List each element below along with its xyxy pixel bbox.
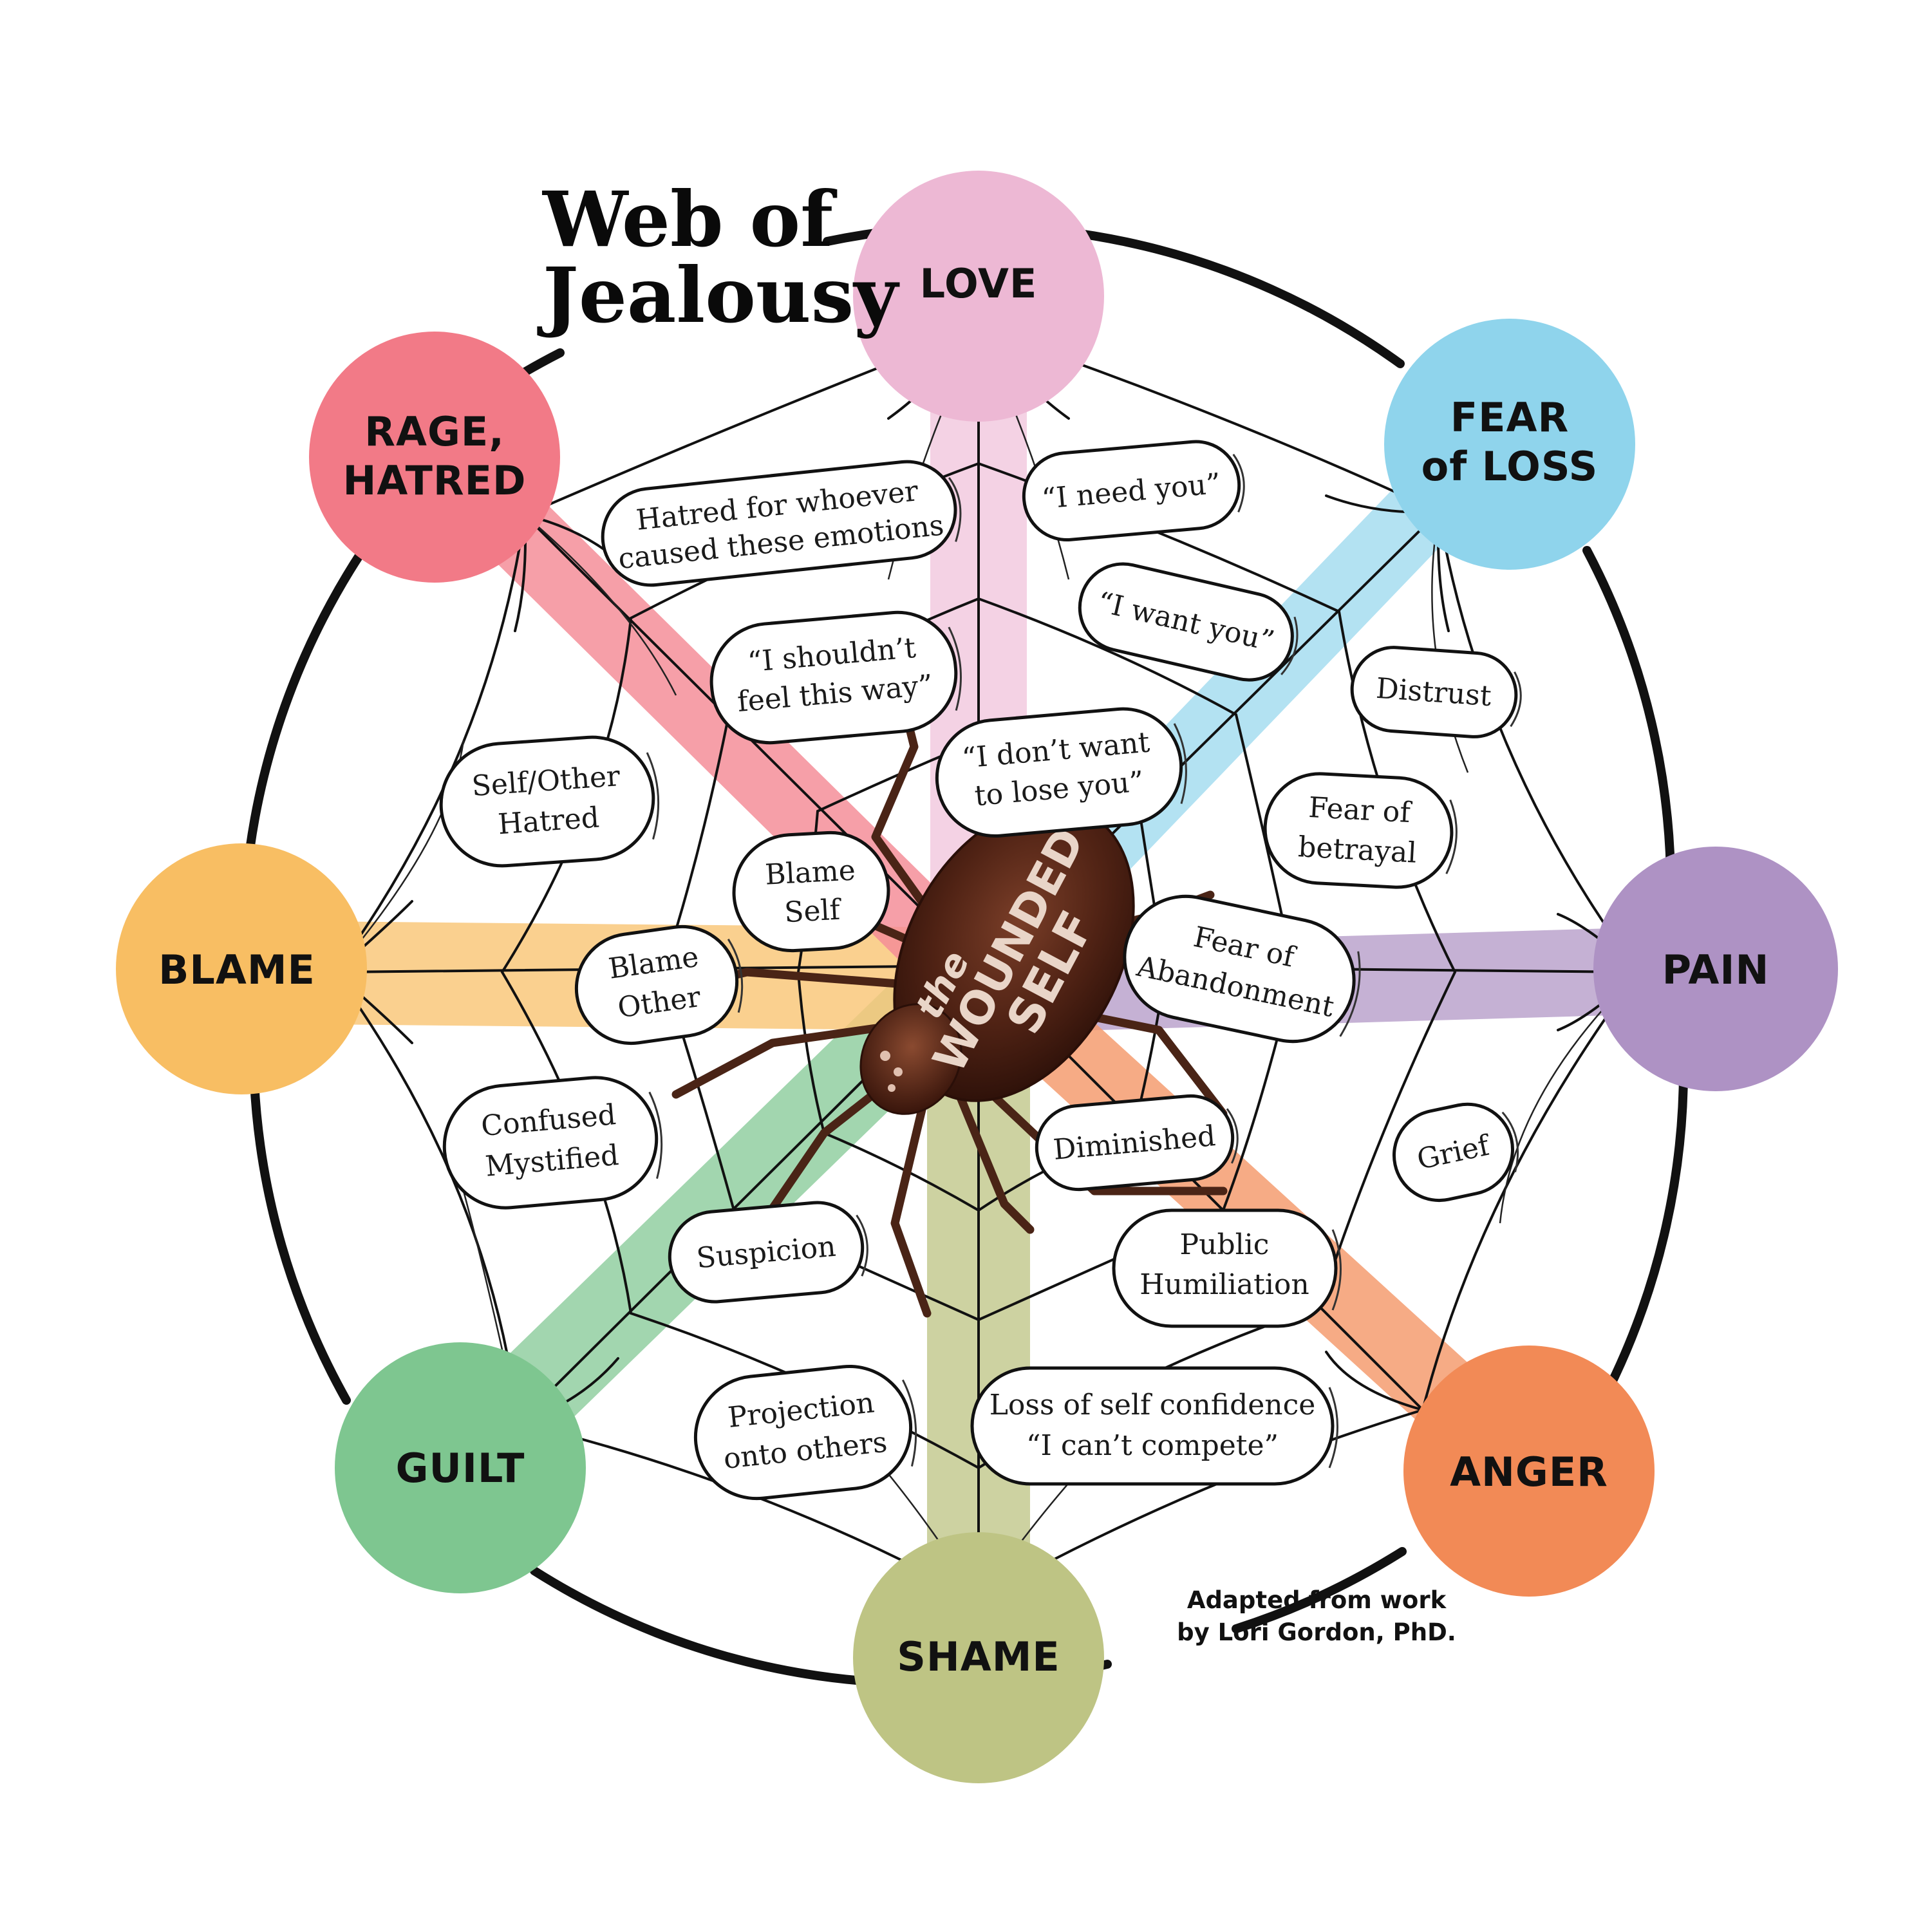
svg-text:Fear of: Fear of <box>1308 791 1412 829</box>
tag-projection-onto-others: Projection onto others <box>693 1364 917 1501</box>
node-rage-hatred: RAGE, HATRED <box>309 332 560 583</box>
svg-text:Self: Self <box>783 894 843 930</box>
node-love: LOVE <box>853 171 1104 422</box>
svg-text:Humiliation: Humiliation <box>1140 1268 1309 1301</box>
tag-i-need-you: “I need you” <box>1022 440 1245 542</box>
node-shame-circle <box>853 1532 1104 1783</box>
tag-confused-mystified: Confused Mystified <box>442 1076 663 1210</box>
node-love-circle <box>853 171 1104 422</box>
tag-fear-of-abandonment: Fear of Abandonment <box>1123 894 1361 1044</box>
svg-text:HATRED: HATRED <box>343 457 527 504</box>
svg-text:PAIN: PAIN <box>1662 946 1770 993</box>
svg-text:LOVE: LOVE <box>920 260 1038 307</box>
node-anger: ANGER <box>1403 1346 1655 1597</box>
node-blame: BLAME <box>116 843 367 1094</box>
credit-line-1: Adapted from work <box>1187 1586 1447 1614</box>
page-title: Web of Jealousy <box>537 174 900 340</box>
svg-text:Blame: Blame <box>764 854 856 891</box>
feeling-tags: Hatred for whoever caused these emotions… <box>439 440 1522 1501</box>
node-fear-of-loss: FEAR of LOSS <box>1384 319 1635 570</box>
title-line-1: Web of <box>541 174 838 264</box>
tag-i-dont-want-to-lose-you: “I don’t want to lose you” <box>935 707 1187 838</box>
svg-text:ANGER: ANGER <box>1450 1449 1608 1496</box>
svg-text:betrayal: betrayal <box>1297 830 1418 870</box>
tag-hatred-for-whoever: Hatred for whoever caused these emotions <box>601 460 962 587</box>
svg-text:FEAR: FEAR <box>1450 394 1569 441</box>
tag-public-humiliation: Public Humiliation <box>1112 1208 1342 1328</box>
tag-blame-self: Blame Self <box>732 830 890 953</box>
tag-i-want-you: “I want you” <box>1078 562 1299 682</box>
node-shame: SHAME <box>853 1532 1104 1783</box>
tag-blame-other: Blame Other <box>574 924 744 1046</box>
title-line-2: Jealousy <box>537 250 900 340</box>
tag-distrust: Distrust <box>1350 646 1522 738</box>
tag-i-shouldnt: “I shouldn’t feel this way” <box>709 610 962 745</box>
svg-text:Distrust: Distrust <box>1375 672 1493 713</box>
svg-text:Hatred: Hatred <box>497 801 601 841</box>
tag-loss-of-self-confidence: Loss of self confidence “I can’t compete… <box>970 1366 1338 1486</box>
svg-text:SHAME: SHAME <box>897 1633 1060 1680</box>
svg-text:RAGE,: RAGE, <box>364 408 505 455</box>
spider: the WOUNDED SELF <box>859 803 1135 1115</box>
svg-text:of LOSS: of LOSS <box>1421 443 1599 490</box>
svg-text:GUILT: GUILT <box>396 1445 525 1492</box>
credit-line-2: by Lori Gordon, PhD. <box>1177 1618 1456 1646</box>
emotion-nodes: LOVE FEAR of LOSS PAIN ANGER SHAME GUILT… <box>116 171 1838 1783</box>
tag-grief: Grief <box>1392 1102 1519 1203</box>
tag-suspicion: Suspicion <box>668 1201 868 1304</box>
svg-text:“I can’t compete”: “I can’t compete” <box>1026 1429 1279 1462</box>
node-pain-circle <box>1593 847 1838 1091</box>
node-fear-of-loss-circle <box>1384 319 1635 570</box>
spider-head <box>859 1003 962 1115</box>
node-pain: PAIN <box>1593 847 1838 1091</box>
svg-text:Loss of self confidence: Loss of self confidence <box>989 1389 1316 1421</box>
node-anger-circle <box>1403 1346 1655 1597</box>
node-guilt: GUILT <box>335 1342 586 1593</box>
node-guilt-circle <box>335 1342 586 1593</box>
credit: Adapted from work by Lori Gordon, PhD. <box>1177 1586 1456 1646</box>
tag-fear-of-betrayal: Fear of betrayal <box>1263 772 1458 889</box>
node-blame-circle <box>116 843 367 1094</box>
tag-diminished: Diminished <box>1035 1094 1239 1192</box>
tag-self-other-hatred: Self/Other Hatred <box>439 735 660 868</box>
svg-text:BLAME: BLAME <box>158 946 315 993</box>
svg-text:Public: Public <box>1180 1228 1270 1261</box>
node-rage-hatred-circle <box>309 332 560 583</box>
